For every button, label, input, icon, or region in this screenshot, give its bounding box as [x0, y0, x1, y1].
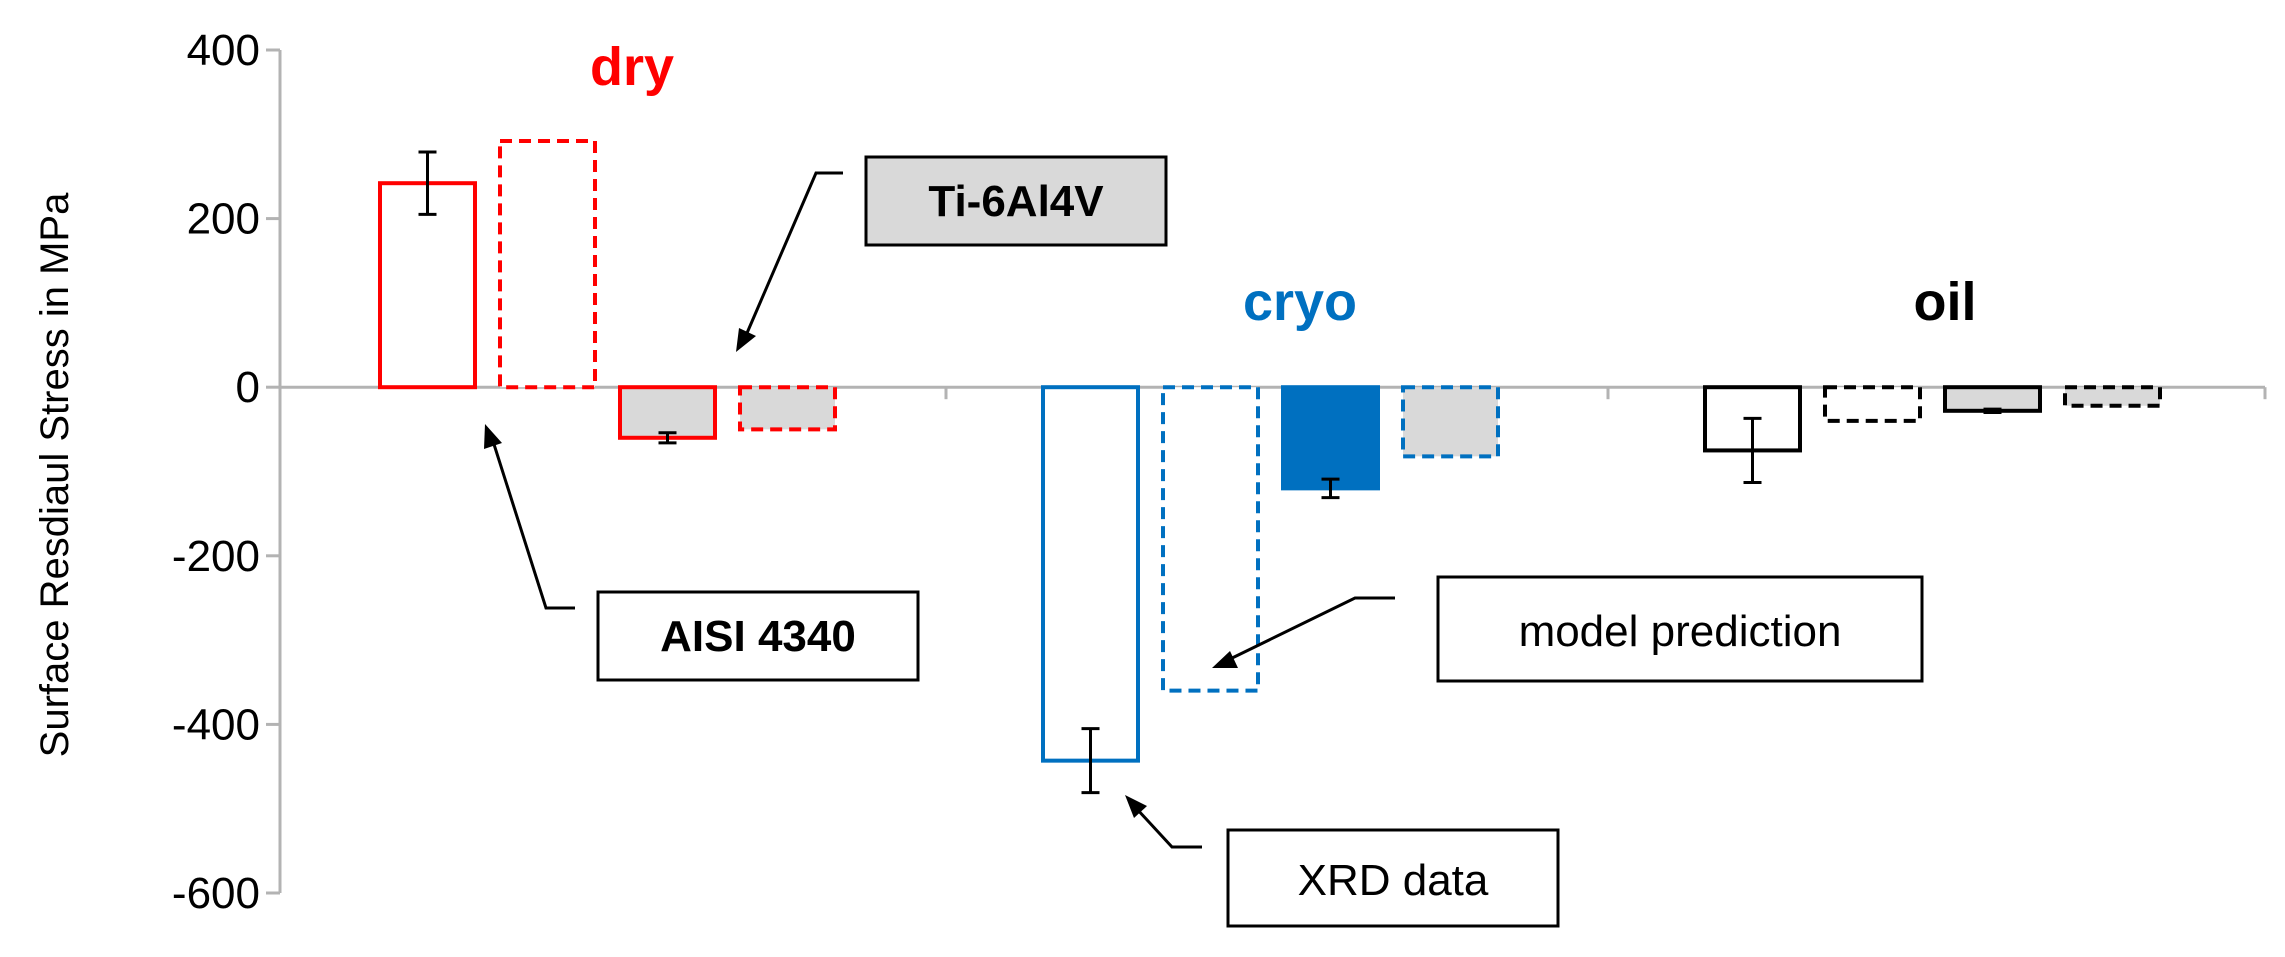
y-tick-label: -600 [172, 869, 260, 918]
bar-cryo-aisi4340-model [1161, 385, 1260, 693]
group-label-cryo: cryo [1243, 272, 1357, 332]
bars-layer [378, 139, 2162, 795]
y-tick-label: -200 [172, 532, 260, 581]
callout-ti6al4v-arrow [742, 171, 843, 341]
bar-dry-aisi4340-model [498, 139, 597, 390]
y-tick-label: 400 [187, 26, 260, 75]
bar-cryo-aisi4340-xrd [1041, 385, 1140, 763]
bar-oil-ti6al4v-model [2063, 385, 2162, 408]
group-label-oil: oil [1914, 272, 1977, 332]
callout-ti6al4v-box [864, 155, 1168, 247]
callout-model-prediction-box [1436, 575, 1924, 683]
callout-xrd-data-arrow [1134, 806, 1202, 849]
callout-xrd-data: XRD data [1125, 795, 1560, 928]
bar-dry-ti6al4v-xrd [618, 385, 717, 440]
y-axis-label: Surface Resdiaul Stress in MPa [33, 192, 77, 757]
bar-dry-ti6al4v-model [738, 385, 837, 432]
y-tick-label: -400 [172, 700, 260, 749]
group-labels: dry cryo oil [590, 37, 1977, 332]
callout-model-prediction-arrowhead [1212, 651, 1238, 668]
callout-ti6al4v-arrowhead [736, 328, 756, 352]
y-tick-label: 200 [187, 195, 260, 244]
callout-xrd-data-text: XRD data [1298, 856, 1489, 905]
bar-cryo-ti6al4v-model [1401, 385, 1500, 459]
callout-aisi4340-box [596, 590, 920, 682]
callout-aisi4340-arrow [490, 437, 575, 610]
group-label-dry: dry [590, 37, 674, 97]
bar-dry-aisi4340-xrd [378, 181, 477, 390]
callout-model-prediction-arrow [1225, 596, 1395, 663]
callout-aisi4340: AISI 4340 [484, 424, 920, 682]
callout-aisi4340-arrowhead [484, 424, 502, 449]
callout-xrd-data-box [1226, 828, 1560, 928]
callout-model-prediction-text: model prediction [1519, 607, 1842, 656]
callout-model-prediction: model prediction [1212, 575, 1924, 683]
callout-xrd-data-arrowhead [1125, 795, 1147, 818]
callout-ti6al4v-text: Ti-6Al4V [928, 177, 1104, 226]
axis-layer: 400 200 0 -200 -400 -600 [172, 26, 2267, 918]
callout-aisi4340-text: AISI 4340 [660, 612, 856, 661]
bar-cryo-ti6al4v-xrd [1281, 385, 1380, 491]
bar-oil-ti6al4v-xrd [1943, 385, 2042, 413]
callout-ti6al4v: Ti-6Al4V [736, 155, 1168, 352]
bar-oil-aisi4340-model [1823, 385, 1922, 423]
y-tick-label: 0 [236, 363, 260, 412]
